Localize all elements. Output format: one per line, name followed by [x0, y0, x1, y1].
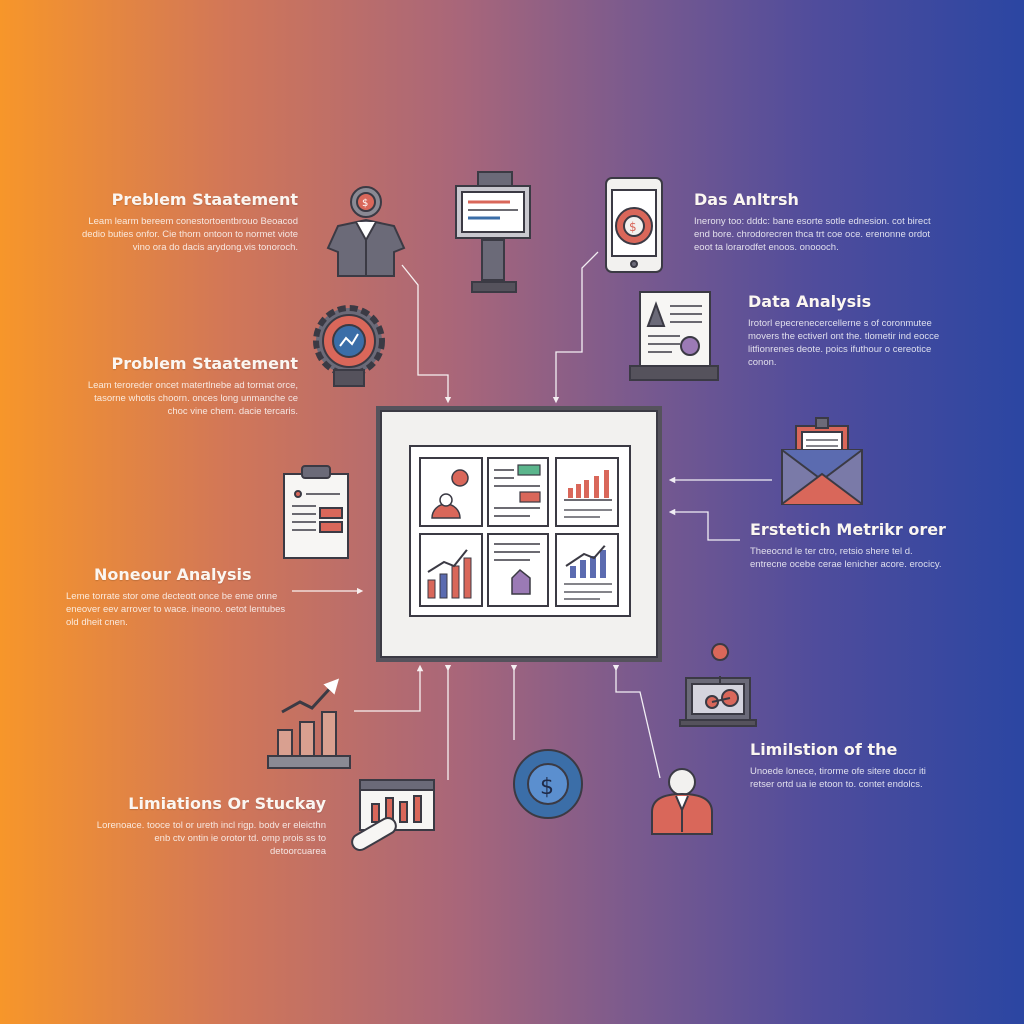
businessman-icon: $: [326, 186, 406, 277]
presentation-board-icon: [455, 171, 531, 293]
gear-chart-icon: [313, 305, 385, 387]
label-title: Problem Staatement: [111, 354, 298, 373]
dollar-coin-icon: $: [513, 749, 583, 819]
label-nonsour-analysis: Noneour Analysis Leme torrate stor ome d…: [66, 565, 288, 629]
label-body: Lorenoace. tooce tol or ureth incl rigp.…: [96, 820, 326, 857]
svg-text:$: $: [540, 775, 554, 800]
label-title: Data Analysis: [748, 292, 872, 311]
label-body: Leme torrate stor ome decteott once be e…: [66, 591, 286, 628]
label-title: Das Anltrsh: [694, 190, 799, 209]
label-body: Theeocnd le ter ctro, retsio shere tel d…: [750, 546, 942, 570]
label-erstetich-metrikr: Erstetich Metrikr orer Theeocnd le ter c…: [750, 520, 950, 571]
label-title: Preblem Staatement: [111, 190, 298, 209]
bar-chart-tag-icon: [351, 779, 435, 851]
label-body: Irotorl epecrenecercellerne s of coronmu…: [748, 318, 940, 368]
clipboard-icon: [283, 465, 349, 559]
label-body: Leam teroreder oncet matertlnebe ad torm…: [87, 380, 298, 417]
growth-chart-icon: [267, 678, 351, 769]
label-title: Limiations Or Stuckay: [128, 794, 326, 813]
manager-icon: [651, 768, 713, 835]
dashboard-grid-icon: [376, 406, 662, 662]
location-laptop-icon: [679, 643, 757, 727]
connector-lines: [292, 251, 772, 780]
envelope-icon: [781, 417, 863, 505]
label-data-analysis: Data Analysis Irotorl epecrenecercellern…: [748, 292, 948, 369]
svg-text:$: $: [629, 220, 637, 234]
label-title: Erstetich Metrikr orer: [750, 520, 946, 539]
label-title: Noneour Analysis: [94, 565, 252, 584]
tablet-dollar-icon: $: [605, 177, 663, 273]
label-title: Limilstion of the: [750, 740, 898, 759]
label-problem-statement-1: Preblem Staatement Leam learm bereem con…: [72, 190, 298, 254]
label-body: Leam learm bereem conestortoentbrouo Beo…: [82, 216, 298, 253]
label-das-anltrsh: Das Anltrsh Inerony too: dddc: bane esor…: [694, 190, 934, 254]
label-problem-statement-2: Problem Staatement Leam teroreder oncet …: [72, 354, 298, 418]
label-limilstion-of-the: Limilstion of the Unoede lonece, tirorme…: [750, 740, 950, 791]
svg-text:$: $: [362, 198, 368, 209]
label-body: Unoede lonece, tirorme ofe sitere doccr …: [750, 766, 926, 790]
laptop-report-icon: [629, 291, 719, 381]
label-limitations-study: Limiations Or Stuckay Lorenoace. tooce t…: [96, 794, 326, 858]
label-body: Inerony too: dddc: bane esorte sotle edn…: [694, 216, 931, 253]
